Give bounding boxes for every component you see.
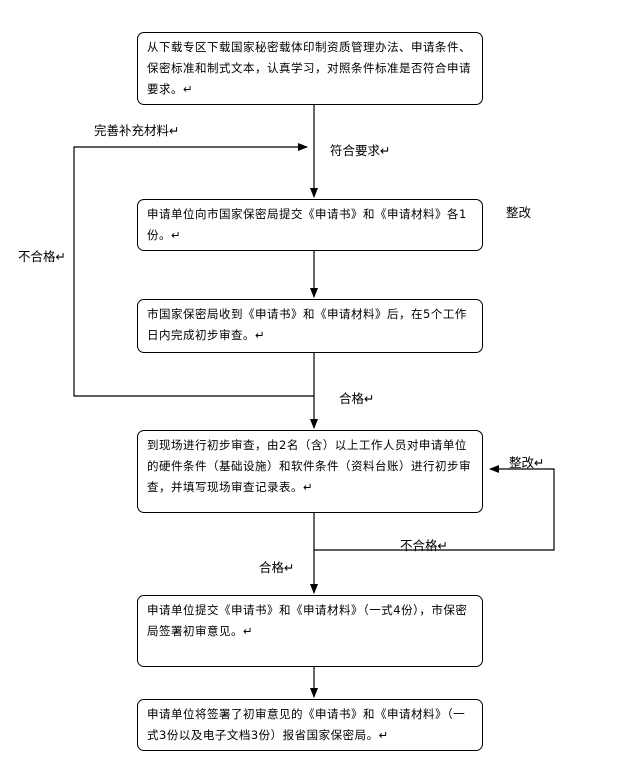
step-report-province: 申请单位将签署了初审意见的《申请书》和《申请材料》（一式3份以及电子文档3份）报… [137, 699, 483, 751]
label-meets-requirements: 符合要求↵ [330, 143, 391, 158]
step-submit-copies: 申请单位提交《申请书》和《申请材料》（一式4份），市保密局签署初审意见。↵ [137, 595, 483, 667]
label-supplement-materials: 完善补充材料↵ [94, 123, 180, 138]
step-onsite-inspection: 到现场进行初步审查，由2名（含）以上工作人员对申请单位的硬件条件（基础设施）和软… [137, 430, 483, 513]
loop-fail-supplement [73, 143, 314, 397]
label-fail-2: 不合格↵ [400, 538, 448, 553]
step-submit-application: 申请单位向市国家保密局提交《申请书》和《申请材料》各1份。↵ [137, 199, 483, 251]
label-pass-1: 合格↵ [339, 391, 375, 406]
label-rectify-1: 整改 [506, 205, 532, 220]
step-preliminary-review: 市国家保密局收到《申请书》和《申请材料》后，在5个工作日内完成初步审查。↵ [137, 299, 483, 353]
label-rectify-2: 整改↵ [509, 455, 545, 470]
label-fail-1: 不合格↵ [18, 249, 66, 264]
loop-fail-rectify [314, 465, 555, 551]
step-download-and-study: 从下载专区下载国家秘密载体印制资质管理办法、申请条件、保密标准和制式文本，认真学… [137, 32, 483, 105]
label-pass-2: 合格↵ [259, 560, 295, 575]
